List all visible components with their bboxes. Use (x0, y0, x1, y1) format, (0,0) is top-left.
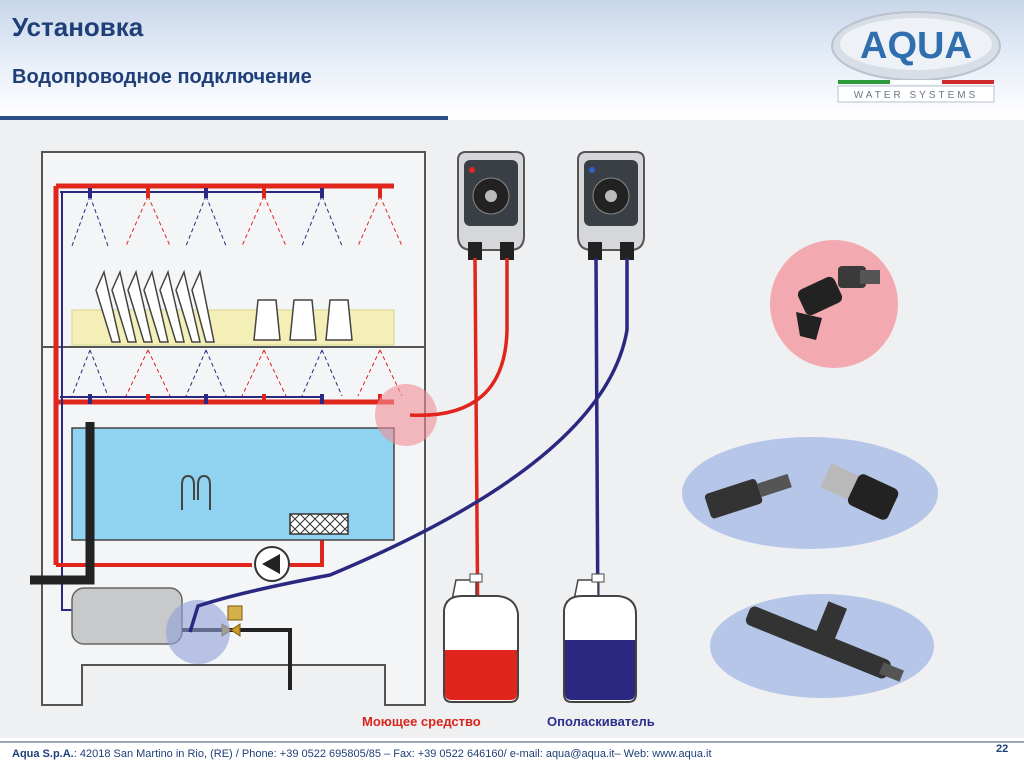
footer-company: Aqua S.p.A. (12, 748, 74, 760)
upper-spray (71, 195, 403, 247)
detergent-canister (443, 573, 519, 703)
rinse-injection-highlight (166, 600, 230, 664)
detergent-pump (457, 151, 525, 260)
detergent-label: Моющее средство (362, 714, 481, 729)
injection-valve-detail (682, 437, 938, 549)
page-number: 22 (996, 743, 1009, 755)
drain-pipe (30, 422, 95, 585)
installation-diagram (30, 151, 938, 706)
slide-title: Установка (12, 12, 144, 42)
rinse-delivery-line (188, 258, 629, 633)
detergent-injection-highlight (375, 384, 437, 446)
header-divider (0, 116, 448, 120)
rinse-aid-label: Ополаскиватель (547, 714, 655, 729)
filter-mesh (289, 513, 349, 535)
slide-subtitle: Водопроводное подключение (12, 66, 312, 88)
aqua-logo: AQUA WATER SYSTEMS (831, 11, 1001, 103)
tee-fitting-detail (710, 594, 934, 698)
cups (253, 299, 353, 341)
footer-contact-text: : 42018 San Martino in Rio, (RE) / Phone… (73, 748, 712, 760)
footer-contact: Aqua S.p.A.: 42018 San Martino in Rio, (… (12, 748, 712, 760)
heater-element (181, 474, 211, 510)
boiler (71, 587, 183, 645)
plates (95, 269, 215, 343)
wash-pump (254, 546, 290, 582)
logo-tagline-text: WATER SYSTEMS (854, 90, 979, 101)
rinse-pump (577, 151, 645, 260)
logo-brand-text: AQUA (860, 25, 972, 67)
elbow-fitting-detail (770, 240, 898, 368)
detergent-delivery-line (409, 258, 509, 417)
footer-divider (0, 741, 1024, 743)
rinse-canister (563, 573, 637, 703)
dishwasher (30, 151, 437, 706)
detergent-suction-line (473, 257, 480, 651)
